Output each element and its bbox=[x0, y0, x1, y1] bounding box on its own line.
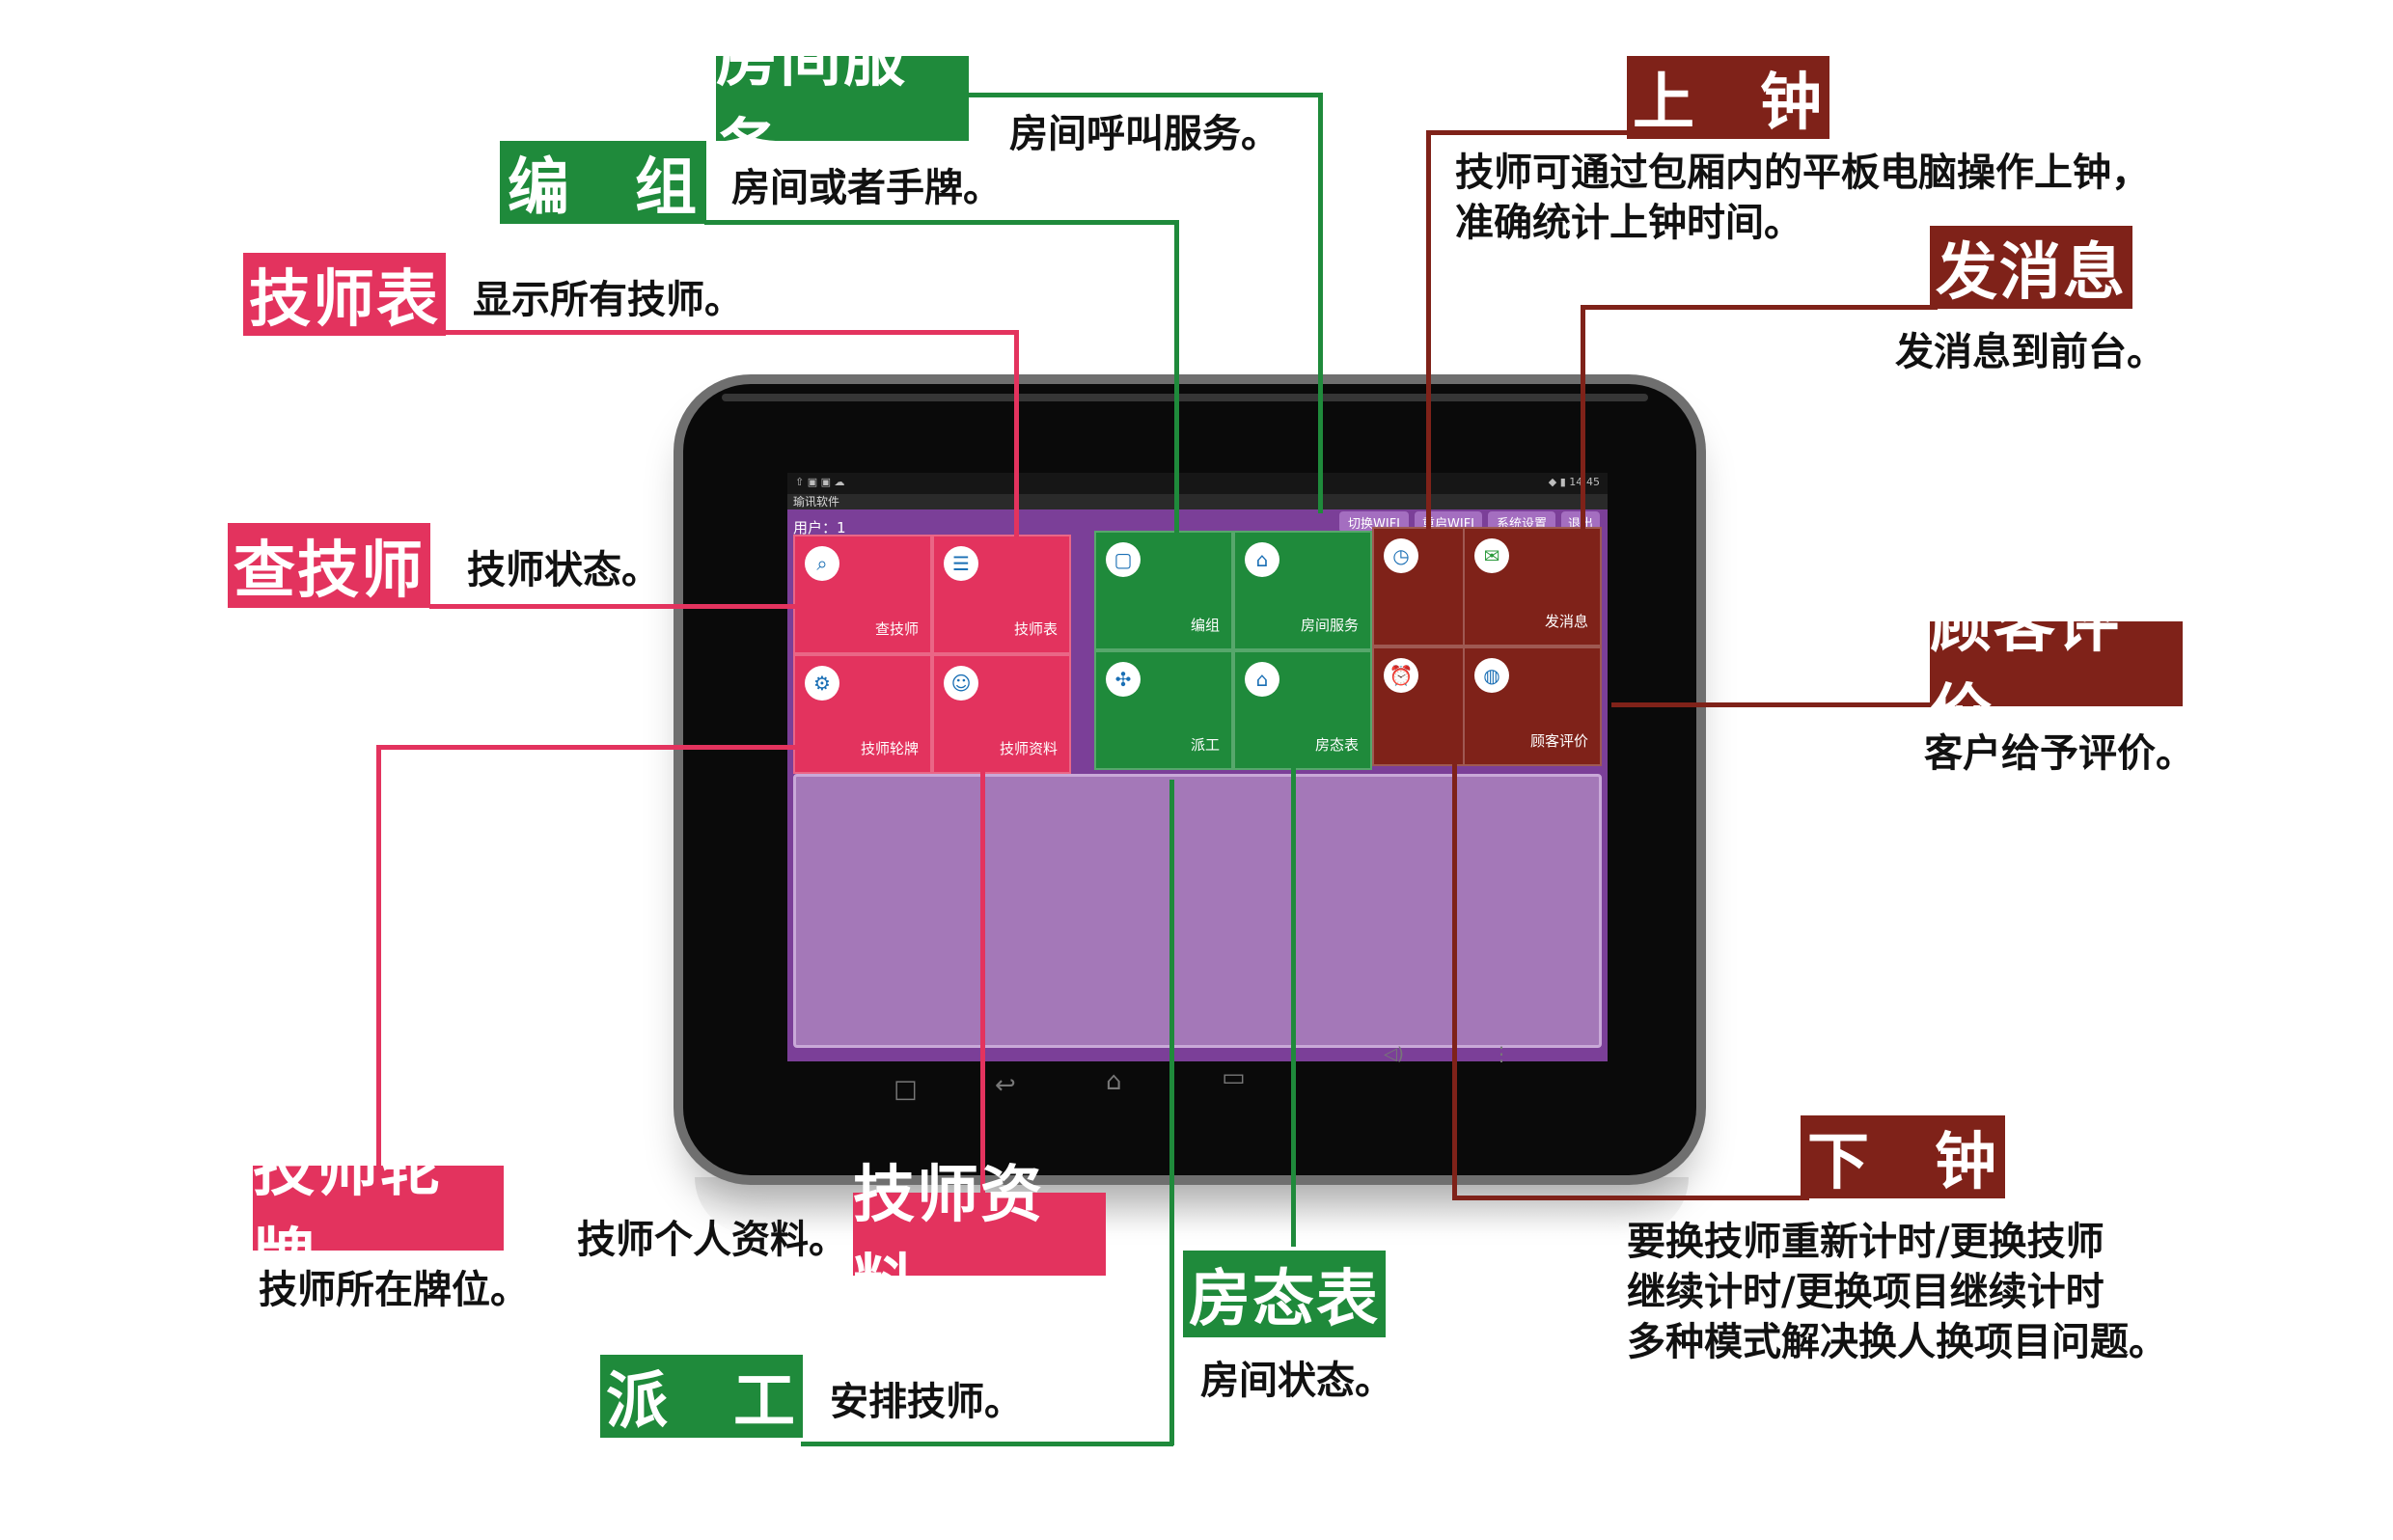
user-label: 用户：1 bbox=[793, 519, 846, 536]
content-panel bbox=[793, 774, 1602, 1048]
desc-shangzhong-line2: 准确统计上钟时间。 bbox=[1455, 201, 1802, 245]
tile-jishi-lunpai[interactable]: ⚙ 技师轮牌 bbox=[793, 654, 932, 774]
leader-line bbox=[965, 93, 1322, 97]
tile-label: 查技师 bbox=[874, 620, 919, 638]
clock-icon: ◷ bbox=[1384, 538, 1418, 573]
leader-line bbox=[1581, 305, 1938, 310]
desc-xiazhong-line2: 继续计时/更换项目继续计时 bbox=[1627, 1270, 2104, 1314]
desc-xiazhong-line3: 多种模式解决换人换项目问题。 bbox=[1627, 1320, 2167, 1364]
tile-fangjian-fuwu[interactable]: ⌂ 房间服务 bbox=[1233, 531, 1372, 650]
desc-fangtai-biao: 房间状态。 bbox=[1200, 1359, 1393, 1403]
tile-label: 发消息 bbox=[1544, 613, 1588, 630]
tile-bianzu[interactable]: ▢ 编组 bbox=[1094, 531, 1233, 650]
desc-shangzhong-line1: 技师可通过包厢内的平板电脑操作上钟， bbox=[1455, 151, 2150, 195]
nav-bar: □ ↩ ⌂ ▭ ◁) ⋮ bbox=[787, 1042, 1608, 1119]
callout-fangjian-fuwu: 房间服务 bbox=[716, 24, 969, 184]
home-nav-icon[interactable]: ⌂ bbox=[1106, 1067, 1122, 1096]
leader-line bbox=[1452, 1196, 1809, 1200]
tablet-shine bbox=[722, 394, 1648, 401]
leader-line bbox=[1581, 305, 1585, 535]
leader-line bbox=[376, 745, 381, 1173]
leader-line bbox=[1452, 758, 1457, 1200]
leader-line bbox=[376, 745, 809, 750]
leader-line bbox=[1318, 93, 1323, 513]
callout-faxiaoxi: 发消息 bbox=[1930, 226, 2132, 309]
status-icons-right: ◆ ▮ 14:45 bbox=[1548, 476, 1600, 488]
tile-jishi-ziliao[interactable]: ☺ 技师资料 bbox=[932, 654, 1071, 774]
status-bar: ⇧ ▣ ▣ ☁ ◆ ▮ 14:45 bbox=[787, 473, 1608, 494]
tile-label: 房间服务 bbox=[1300, 617, 1359, 634]
tile-label: 派工 bbox=[1190, 736, 1220, 754]
desc-guke-pingjia: 客户给予评价。 bbox=[1924, 731, 2194, 776]
tile-guke-pingjia[interactable]: ◍ 顾客评价 bbox=[1463, 646, 1602, 766]
menu-nav-icon[interactable]: ⋮ bbox=[1492, 1042, 1511, 1065]
screenshot-nav-icon[interactable]: □ bbox=[894, 1075, 918, 1104]
leader-line bbox=[704, 220, 1179, 225]
callout-bianzu: 编 组 bbox=[500, 141, 706, 224]
callout-jishi-ziliao: 技师资料 bbox=[853, 1160, 1106, 1320]
recent-apps-nav-icon[interactable]: ▭ bbox=[1222, 1063, 1246, 1092]
tile-label: 房态表 bbox=[1314, 736, 1359, 754]
tile-jishi-biao[interactable]: ☰ 技师表 bbox=[932, 535, 1071, 654]
callout-cha-jishi: 查技师 bbox=[228, 523, 430, 608]
leader-line bbox=[1291, 764, 1296, 1247]
globe-icon: ◍ bbox=[1474, 658, 1509, 693]
tile-label: 技师表 bbox=[1013, 620, 1058, 638]
callout-jishi-biao: 技师表 bbox=[243, 253, 446, 336]
tile-faxiaoxi[interactable]: ✉ 发消息 bbox=[1463, 527, 1602, 646]
volume-nav-icon[interactable]: ◁) bbox=[1384, 1044, 1404, 1064]
square-icon: ▢ bbox=[1106, 542, 1141, 577]
gear-icon: ⚙ bbox=[805, 666, 839, 701]
leader-line bbox=[980, 762, 985, 1195]
tile-cha-jishi[interactable]: ⌕ 查技师 bbox=[793, 535, 932, 654]
desc-jishi-lunpai: 技师所在牌位。 bbox=[259, 1268, 529, 1312]
callout-jishi-lunpai: 技师轮牌 bbox=[253, 1134, 504, 1294]
leader-line bbox=[1174, 220, 1179, 544]
desc-fangjian-fuwu: 房间呼叫服务。 bbox=[1009, 112, 1279, 156]
callout-guke-pingjia: 顾客评价 bbox=[1930, 590, 2183, 750]
leader-line bbox=[1426, 130, 1431, 536]
tile-paigong[interactable]: ✣ 派工 bbox=[1094, 650, 1233, 770]
desc-faxiaoxi: 发消息到前台。 bbox=[1895, 330, 2165, 374]
back-nav-icon[interactable]: ↩ bbox=[995, 1071, 1016, 1100]
profile-icon: ☺ bbox=[944, 666, 978, 701]
tile-fangtai-biao[interactable]: ⌂ 房态表 bbox=[1233, 650, 1372, 770]
dispatch-icon: ✣ bbox=[1106, 662, 1141, 697]
house-status-icon: ⌂ bbox=[1245, 662, 1279, 697]
desc-bianzu: 房间或者手牌。 bbox=[731, 166, 1002, 210]
tile-label: 技师资料 bbox=[999, 740, 1058, 757]
leader-line bbox=[1426, 130, 1629, 135]
desc-cha-jishi: 技师状态。 bbox=[467, 548, 660, 592]
leader-line bbox=[1014, 330, 1019, 544]
desc-jishi-biao: 显示所有技师。 bbox=[473, 278, 743, 322]
desc-paigong: 安排技师。 bbox=[830, 1380, 1023, 1424]
list-icon: ☰ bbox=[944, 546, 978, 581]
app-title: 瑜讯软件 bbox=[787, 494, 1608, 509]
desc-jishi-ziliao: 技师个人资料。 bbox=[577, 1218, 847, 1262]
tablet-screen: ⇧ ▣ ▣ ☁ ◆ ▮ 14:45 瑜讯软件 用户：1 切换WIFI 重启WIF… bbox=[787, 473, 1608, 1061]
leader-line bbox=[429, 604, 804, 609]
callout-shangzhong: 上 钟 bbox=[1627, 56, 1829, 139]
tile-label: 顾客评价 bbox=[1529, 732, 1588, 750]
alarm-icon: ⏰ bbox=[1384, 658, 1418, 693]
leader-line bbox=[444, 330, 1019, 335]
magnifier-icon: ⌕ bbox=[805, 546, 839, 581]
callout-paigong: 派 工 bbox=[600, 1355, 803, 1438]
leader-line bbox=[1169, 780, 1174, 1445]
tile-label: 技师轮牌 bbox=[860, 740, 919, 757]
tile-label: 编组 bbox=[1190, 617, 1220, 634]
chat-icon: ✉ bbox=[1474, 538, 1509, 573]
leader-line bbox=[1611, 702, 1939, 707]
callout-xiazhong: 下 钟 bbox=[1801, 1115, 2005, 1198]
house-icon: ⌂ bbox=[1245, 542, 1279, 577]
tablet-device: ⇧ ▣ ▣ ☁ ◆ ▮ 14:45 瑜讯软件 用户：1 切换WIFI 重启WIF… bbox=[683, 384, 1696, 1175]
desc-xiazhong-line1: 要换技师重新计时/更换技师 bbox=[1627, 1220, 2104, 1264]
callout-fangtai-biao: 房态表 bbox=[1183, 1251, 1386, 1337]
leader-line bbox=[801, 1442, 1173, 1446]
status-icons-left: ⇧ ▣ ▣ ☁ bbox=[795, 476, 845, 488]
